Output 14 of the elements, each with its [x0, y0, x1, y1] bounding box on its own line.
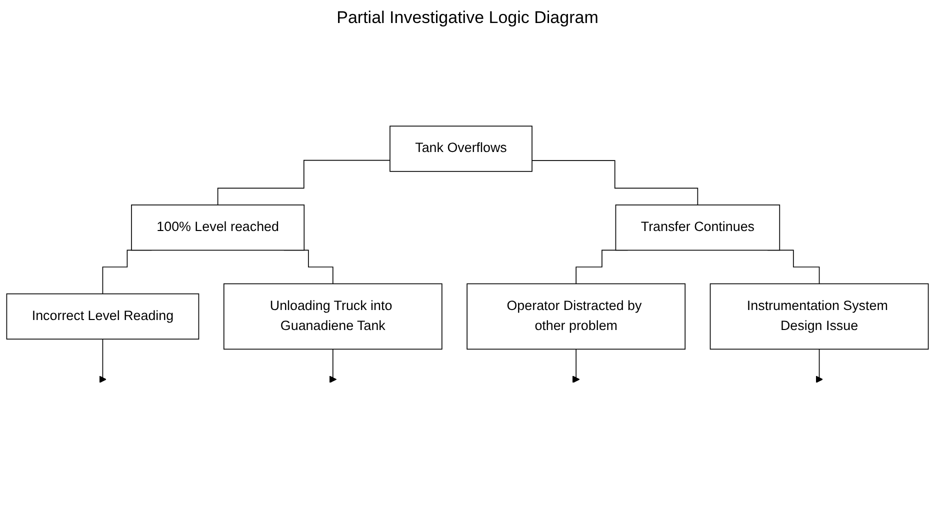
node-box: Incorrect Level Reading	[6, 293, 200, 340]
arrow	[329, 348, 337, 384]
node-box: 100% Level reached	[131, 204, 305, 251]
diagram-title: Partial Investigative Logic Diagram	[336, 8, 600, 28]
node-box: Operator Distracted by other problem	[466, 283, 686, 350]
arrow	[99, 338, 106, 384]
connector	[217, 160, 390, 206]
connector	[532, 160, 698, 206]
node-box: Transfer Continues	[615, 204, 780, 251]
arrow	[572, 348, 580, 384]
arrow	[816, 348, 823, 384]
node-box: Tank Overflows	[390, 126, 532, 172]
node-box: Unloading Truck into Guanadiene Tank	[223, 283, 442, 350]
node-box: Instrumentation System Design Issue	[710, 283, 929, 350]
